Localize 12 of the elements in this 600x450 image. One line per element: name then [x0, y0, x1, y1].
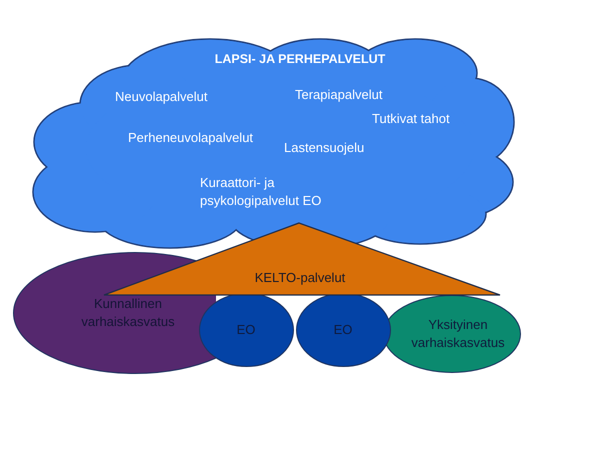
ellipse-label: Yksityinen varhaiskasvatus — [410, 316, 506, 352]
service-label: Terapiapalvelut — [295, 86, 382, 104]
triangle-label: KELTO-palvelut — [254, 269, 346, 287]
service-label: Perheneuvolapalvelut — [128, 129, 254, 147]
service-label: Kuraattori- ja psykologipalvelut EO — [200, 174, 322, 210]
service-label: Tutkivat tahot — [372, 110, 450, 128]
cloud-title: LAPSI- JA PERHEPALVELUT — [214, 51, 386, 68]
ellipse-label: EO — [332, 321, 354, 339]
service-label: Lastensuojelu — [284, 139, 364, 157]
ellipse-label: Kunnallinen varhaiskasvatus — [80, 295, 176, 331]
service-label: Neuvolapalvelut — [115, 88, 208, 106]
ellipse-label: EO — [236, 321, 256, 339]
